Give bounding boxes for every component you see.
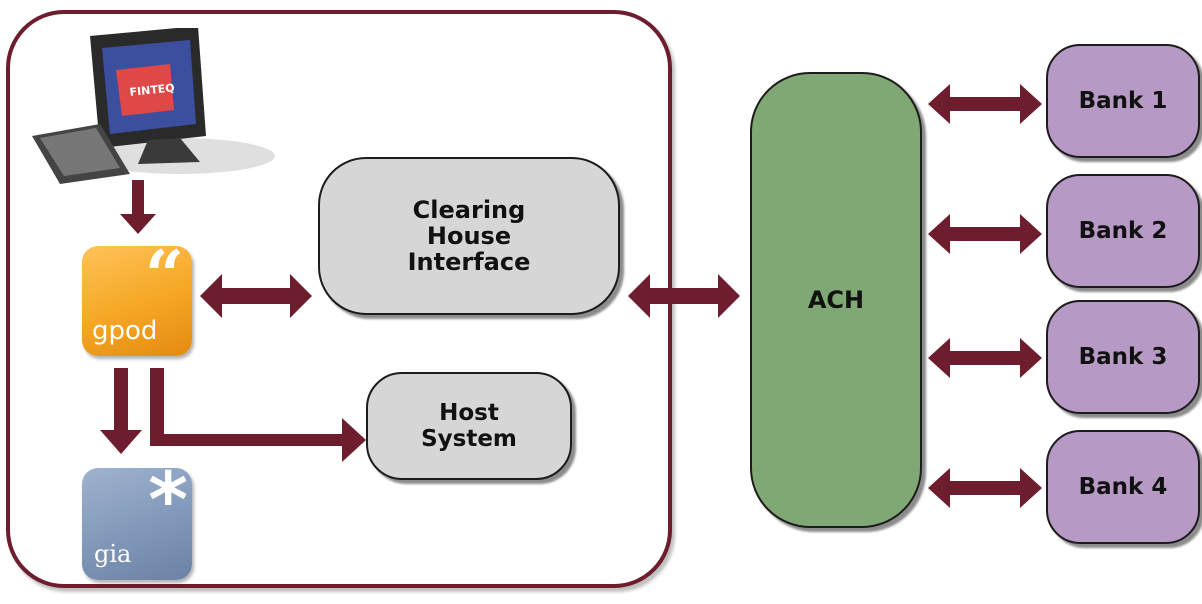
bank-box: Bank 2 <box>1046 174 1200 288</box>
ach-box: ACH <box>750 72 922 528</box>
bank-box: Bank 3 <box>1046 300 1200 414</box>
arrow-gpod-to-host <box>150 368 366 462</box>
host-system-box: Host System <box>366 372 572 480</box>
arrow-gpod-clearing-house <box>200 274 312 318</box>
arrow-ach-bank-2 <box>928 214 1042 254</box>
quote-mark-icon: “ <box>144 236 184 316</box>
host-system-label: Host System <box>421 400 517 452</box>
gia-logo-label: gia <box>94 540 132 568</box>
gpod-logo: “ gpod <box>82 242 192 356</box>
monitor-screen-label: FINTEQ <box>129 81 175 99</box>
clearing-house-interface-box: Clearing House Interface <box>318 157 620 315</box>
arrow-ach-bank-4 <box>928 468 1042 508</box>
arrow-gpod-to-gia <box>100 368 142 454</box>
asterisk-icon: * <box>148 455 188 544</box>
computer-workstation-icon: FINTEQ <box>32 28 275 184</box>
ach-label: ACH <box>807 286 865 314</box>
clearing-house-interface-label: Clearing House Interface <box>407 196 531 276</box>
arrow-clearing-house-ach <box>628 274 740 318</box>
bank-box: Bank 4 <box>1046 430 1200 544</box>
bank-label: Bank 1 <box>1078 88 1168 114</box>
arrow-ach-bank-1 <box>928 84 1042 124</box>
gia-logo: * gia <box>82 462 192 580</box>
bank-label: Bank 3 <box>1078 344 1168 370</box>
gpod-logo-label: gpod <box>92 316 158 346</box>
bank-label: Bank 2 <box>1078 218 1168 244</box>
bank-box: Bank 1 <box>1046 44 1200 158</box>
bank-label: Bank 4 <box>1078 474 1168 500</box>
arrow-ach-bank-3 <box>928 338 1042 378</box>
arrow-computer-to-gpod <box>120 180 156 234</box>
